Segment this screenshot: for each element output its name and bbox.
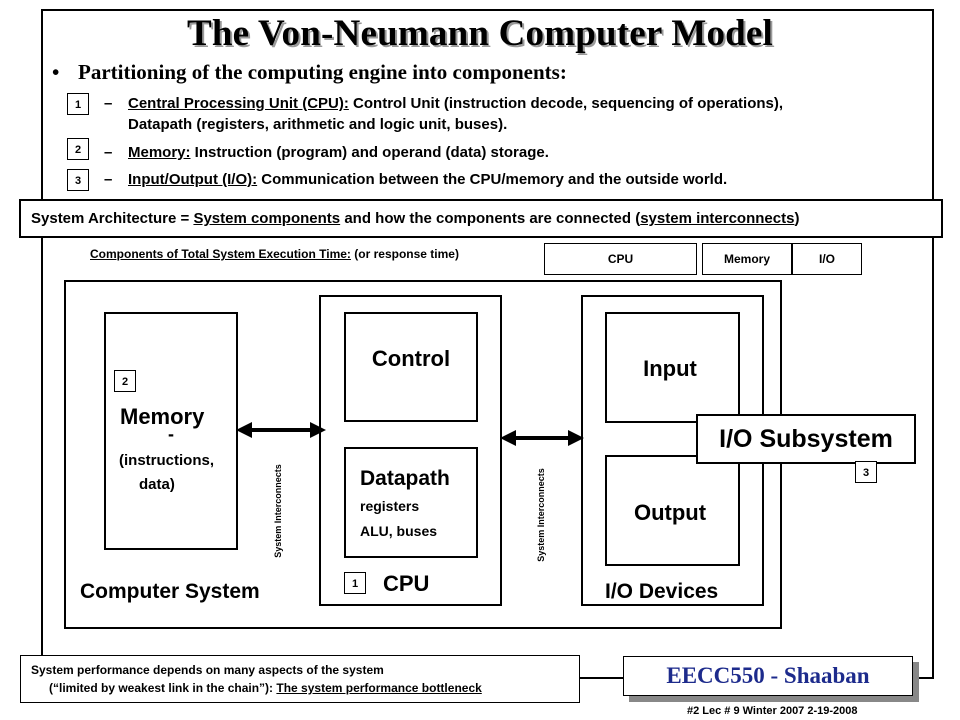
perf-line2-bottleneck: The system performance bottleneck [276, 681, 482, 695]
arch-part1: System components [193, 210, 341, 227]
computer-system-label: Computer System [80, 580, 260, 603]
item-desc-memory: Instruction (program) and operand (data)… [190, 144, 549, 161]
main-bullet-text: Partitioning of the computing engine int… [78, 60, 567, 84]
input-label: Input [643, 356, 697, 381]
system-interconnects-label-right: System Interconnects [536, 468, 546, 562]
input-box [605, 312, 740, 423]
dash: – [104, 144, 113, 161]
perf-line2: (“limited by weakest link in the chain”)… [31, 679, 579, 697]
system-interconnects-label-left: System Interconnects [273, 464, 283, 558]
lecture-meta: #2 Lec # 9 Winter 2007 2-19-2008 [687, 705, 858, 717]
list-item-cpu: –Central Processing Unit (CPU): Control … [104, 93, 783, 135]
number-badge-2: 2 [67, 138, 89, 160]
perf-line1: System performance depends on many aspec… [31, 663, 384, 677]
performance-note: System performance depends on many aspec… [20, 655, 580, 703]
item-desc-io: Communication between the CPU/memory and… [257, 171, 728, 188]
bullet-marker: • [52, 60, 60, 84]
alu-label: ALU, buses [360, 523, 438, 539]
memory-line2: data) [139, 476, 175, 493]
registers-label: registers [360, 498, 420, 514]
execution-time-label: Components of Total System Execution Tim… [90, 247, 459, 261]
item-term-io: Input/Output (I/O): [128, 171, 258, 188]
control-label: Control [371, 346, 451, 371]
number-badge-3: 3 [67, 169, 89, 191]
exec-time-heading: Components of Total System Execution Tim… [90, 247, 351, 261]
memory-cpu-interconnect-arrow [236, 422, 326, 438]
control-box [344, 312, 478, 422]
main-bullet: • Partitioning of the computing engine in… [52, 60, 567, 85]
perf-line2-prefix: (“limited by weakest link in the chain”)… [49, 681, 277, 695]
number-badge-memory: 2 [114, 370, 136, 392]
arch-part2: system interconnects [640, 210, 795, 227]
dash: – [104, 171, 113, 188]
io-subsystem-label: I/O Subsystem [696, 414, 916, 464]
time-box-memory: Memory [702, 243, 792, 275]
output-box [605, 455, 740, 566]
io-devices-label: I/O Devices [605, 580, 719, 603]
memory-line1: (instructions, [119, 452, 215, 469]
cpu-label: CPU [383, 571, 430, 596]
item-term-cpu: Central Processing Unit (CPU): [128, 95, 349, 112]
exec-time-note: (or response time) [350, 247, 459, 261]
list-item-memory: –Memory: Instruction (program) and opera… [104, 142, 549, 163]
item-desc-cpu: Control Unit (instruction decode, sequen… [348, 95, 784, 112]
system-architecture-box: System Architecture = System components … [19, 199, 943, 238]
number-badge-1: 1 [67, 93, 89, 115]
output-label: Output [633, 500, 707, 525]
arch-middle: and how the components are connected ( [340, 210, 641, 227]
item-term-memory: Memory: [128, 144, 191, 161]
course-badge: EECC550 - Shaaban [623, 656, 913, 696]
arch-prefix: System Architecture = [31, 210, 194, 227]
memory-box [104, 312, 238, 550]
arch-suffix: ) [794, 210, 800, 227]
time-box-cpu: CPU [544, 243, 697, 275]
number-badge-cpu: 1 [344, 572, 366, 594]
time-box-io: I/O [792, 243, 862, 275]
dash: – [104, 95, 113, 112]
list-item-io: –Input/Output (I/O): Communication betwe… [104, 169, 727, 190]
cpu-io-interconnect-arrow [500, 430, 584, 446]
datapath-box [344, 447, 478, 558]
item-desc-cpu-2: Datapath (registers, arithmetic and logi… [128, 116, 508, 133]
memory-dash: - [168, 424, 174, 444]
datapath-label: Datapath [360, 467, 450, 490]
number-badge-io: 3 [855, 461, 877, 483]
memory-title: Memory [120, 404, 205, 429]
slide-title: The Von-Neumann Computer Model [186, 13, 774, 54]
